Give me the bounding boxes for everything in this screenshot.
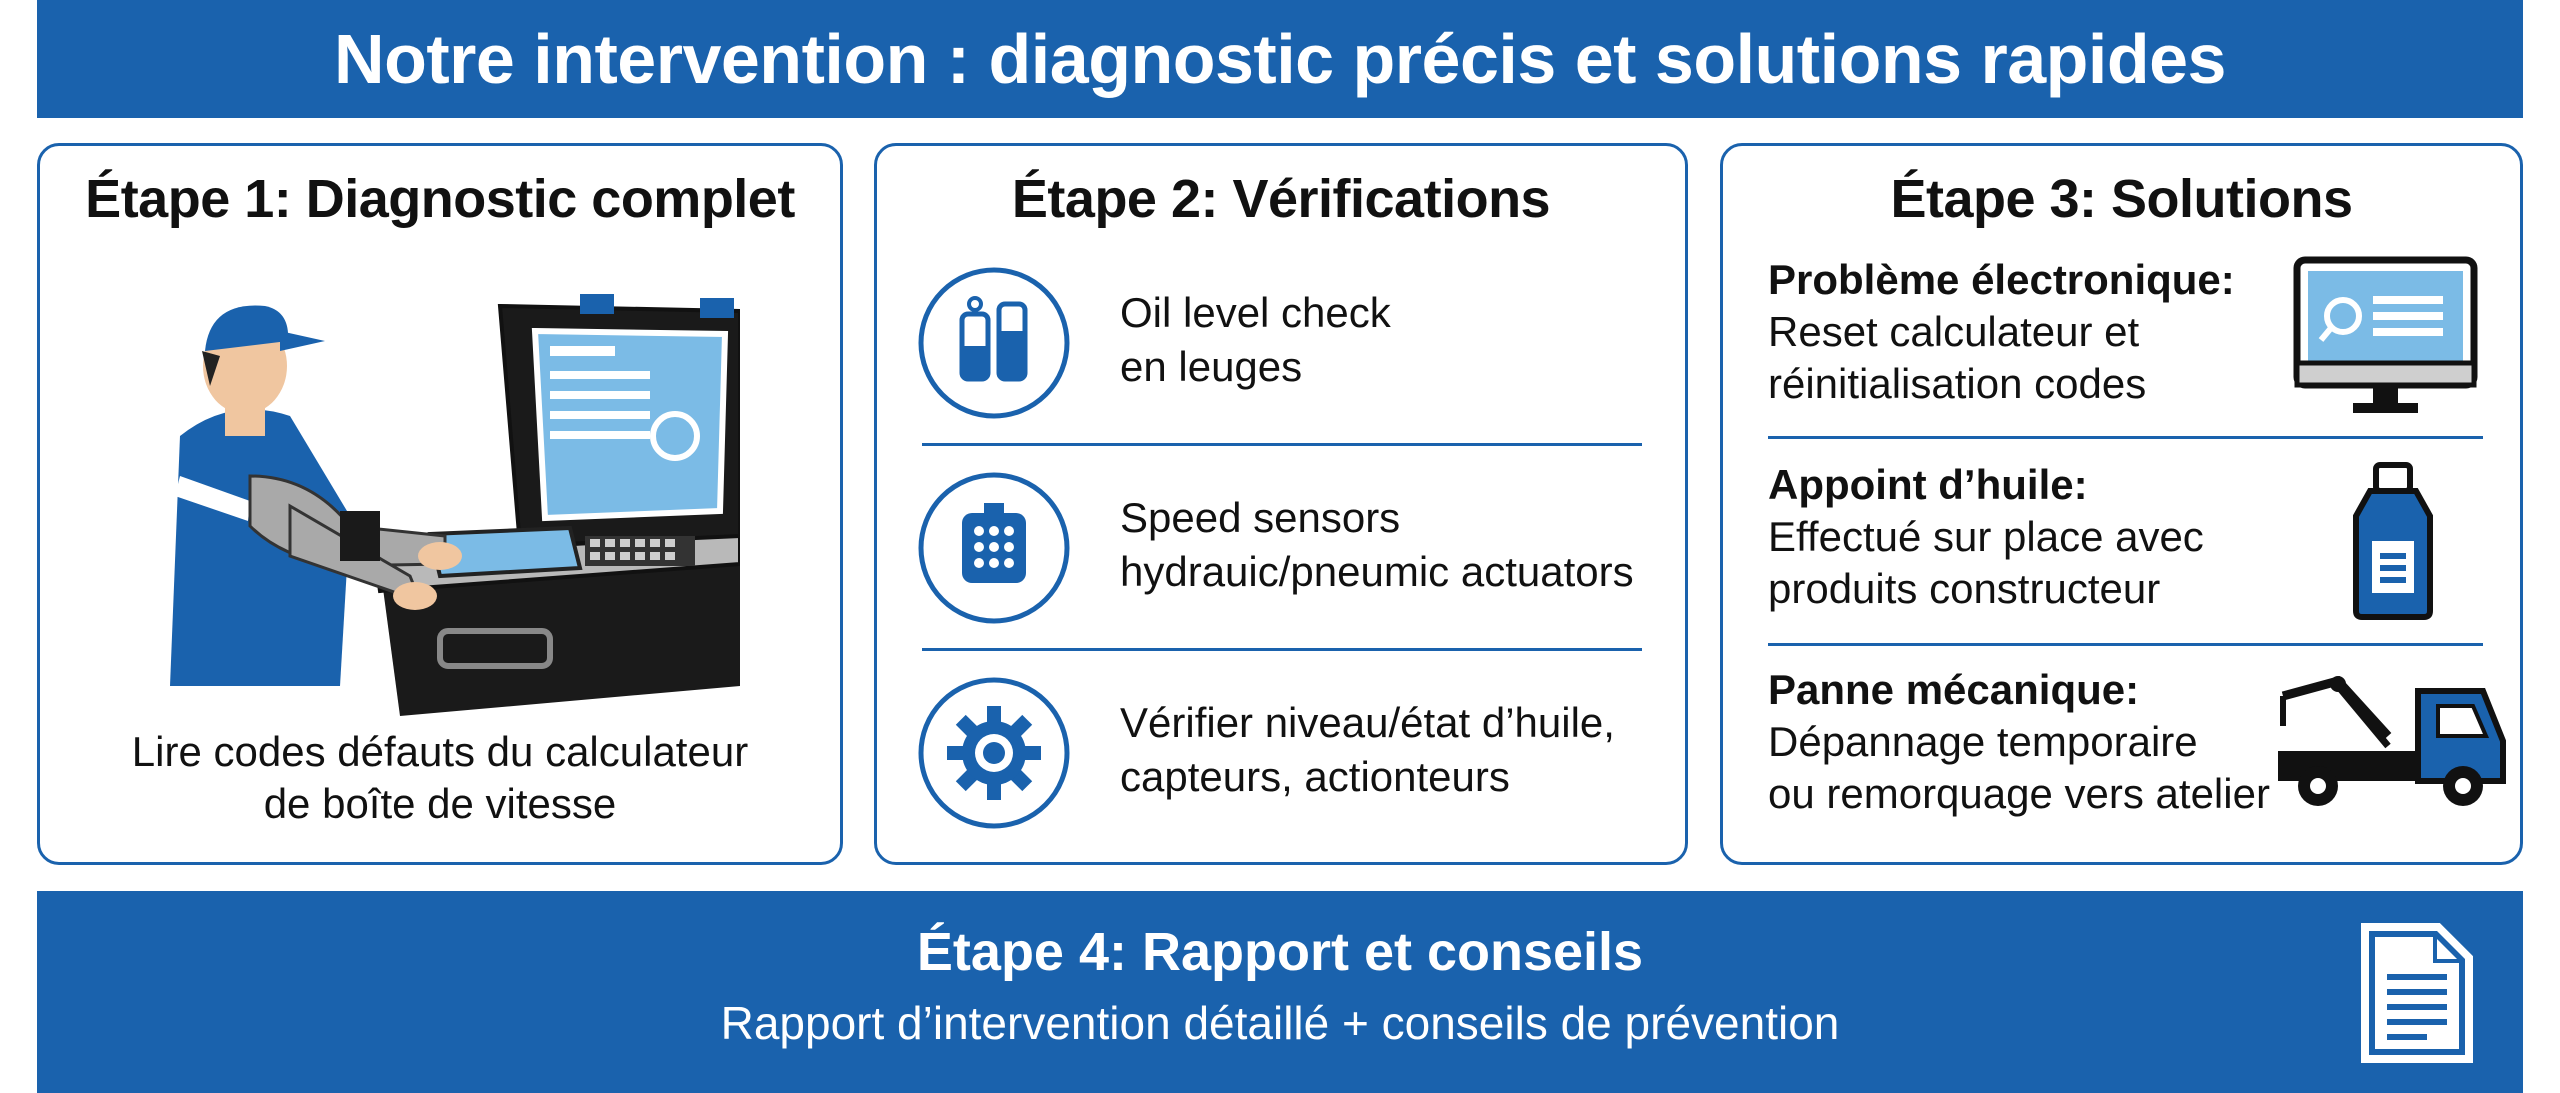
gear-icon — [918, 677, 1070, 829]
divider — [922, 443, 1642, 446]
step4-banner: Étape 4: Rapport et conseils Rapport d’i… — [37, 891, 2523, 1093]
divider — [922, 648, 1642, 651]
step3-panel: Étape 3: Solutions Problème électronique… — [1720, 143, 2523, 865]
solution-heading: Problème électronique: — [1768, 256, 2235, 303]
page-title-banner: Notre intervention : diagnostic précis e… — [37, 0, 2523, 118]
divider — [1768, 436, 2483, 439]
page-title: Notre intervention : diagnostic précis e… — [334, 20, 2226, 98]
step1-caption: Lire codes défauts du calculateur de boî… — [131, 728, 749, 827]
step1-panel: Étape 1: Diagnostic complet — [37, 143, 843, 865]
solution-heading: Appoint d’huile: — [1768, 461, 2088, 508]
oil-bottle-icon — [2353, 462, 2433, 620]
sensor-icon — [918, 472, 1070, 624]
oil-level-icon — [918, 267, 1070, 419]
solution-text: Reset calculateur et réinitialisation co… — [1768, 308, 2147, 407]
technician-diagnostic-tool-illustration — [170, 294, 740, 716]
solution-heading: Panne mécanique: — [1768, 666, 2140, 713]
divider — [1768, 643, 2483, 646]
list-item: Vérifier niveau/état d’huile, capteurs, … — [877, 656, 1685, 846]
document-icon — [2361, 923, 2473, 1063]
step4-text: Rapport d’intervention détaillé + consei… — [720, 997, 1840, 1049]
step2-panel: Étape 2: Vérifications Oil level check e… — [874, 143, 1688, 865]
step2-title: Étape 2: Vérifications — [1011, 169, 1551, 229]
step3-title: Étape 3: Solutions — [1890, 169, 2353, 229]
step1-title: Étape 1: Diagnostic complet — [85, 169, 795, 229]
solution-text: Effectué sur place avec produits constru… — [1768, 513, 2204, 612]
list-item: Speed sensors hydrauic/pneumic actuators — [877, 451, 1685, 641]
computer-monitor-icon — [2293, 256, 2478, 413]
tow-truck-icon — [2278, 676, 2506, 806]
list-item: Oil level check en leuges — [877, 246, 1685, 436]
step4-title: Étape 4: Rapport et conseils — [916, 922, 1644, 982]
solution-text: Dépannage temporaire ou remorquage vers … — [1768, 718, 2270, 817]
